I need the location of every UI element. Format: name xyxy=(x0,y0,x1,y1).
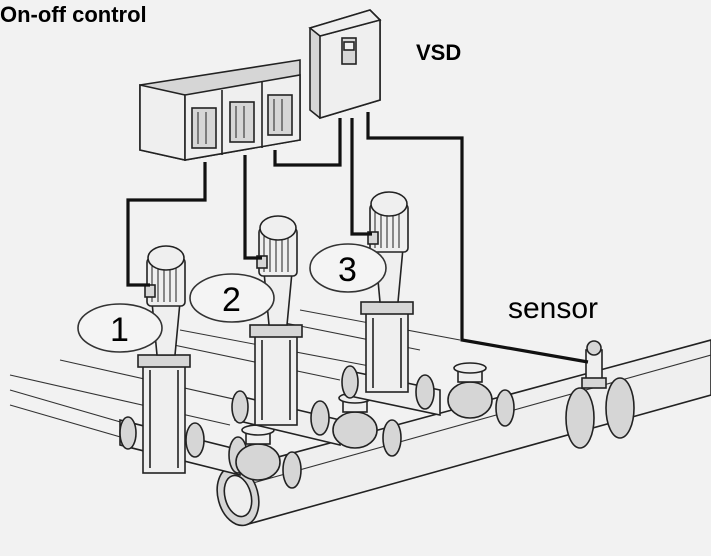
pump-number-1: 1 xyxy=(110,311,129,349)
pump-number-badge: 3 xyxy=(309,243,387,293)
sensor-label: sensor xyxy=(508,292,598,325)
vsd-label: VSD xyxy=(416,40,461,65)
pump-3 xyxy=(360,191,414,393)
pump-2 xyxy=(249,215,303,426)
pump-number-3: 3 xyxy=(338,251,357,289)
pressure-sensor xyxy=(581,340,607,389)
vsd-unit xyxy=(308,9,382,120)
control-cabinet xyxy=(139,59,301,161)
on-off-control-label: On-off control xyxy=(0,2,147,27)
pump-number-badge: 1 xyxy=(77,303,163,353)
pump-number-2: 2 xyxy=(222,281,241,319)
pump-1 xyxy=(137,245,191,474)
control-wires xyxy=(126,112,589,364)
pump-number-badge: 2 xyxy=(189,273,275,323)
